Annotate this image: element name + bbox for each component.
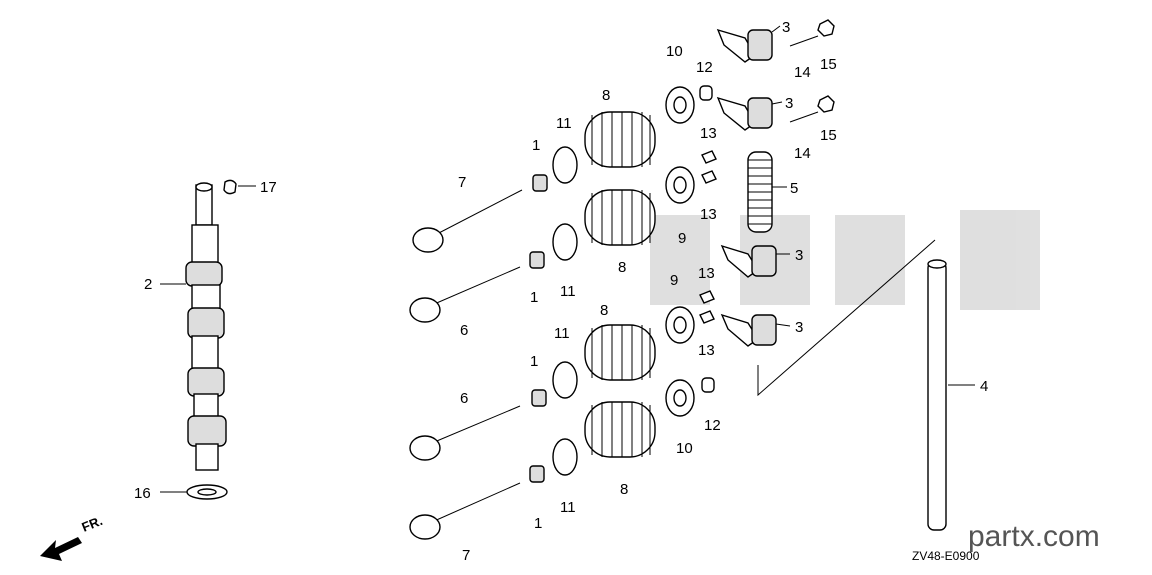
valve-caps[interactable] — [699, 85, 715, 393]
label-10-b: 10 — [676, 440, 693, 457]
label-3-d: 3 — [795, 319, 803, 336]
retainers[interactable] — [665, 86, 695, 417]
label-8-b: 8 — [618, 259, 626, 276]
label-11-b: 11 — [560, 283, 576, 300]
adjust-screws[interactable] — [789, 35, 819, 123]
spring-5[interactable] — [747, 151, 773, 233]
push-rod[interactable] — [927, 259, 947, 531]
valve-spring-2[interactable] — [584, 189, 656, 246]
valve-spring-1[interactable] — [584, 111, 656, 168]
rocker-arm-1[interactable] — [716, 28, 773, 63]
valve-7-bottom[interactable] — [409, 482, 521, 540]
pushrod-guide-line — [757, 239, 936, 397]
key-17[interactable] — [223, 179, 237, 195]
spring-washers[interactable] — [552, 146, 578, 476]
watermark-text: partx.com — [968, 520, 1100, 553]
label-14-a: 14 — [794, 64, 811, 81]
cotters[interactable] — [699, 150, 717, 324]
label-7-top: 7 — [458, 174, 466, 191]
valve-spring-4[interactable] — [584, 401, 656, 458]
label-16: 16 — [134, 485, 151, 502]
leader-lines — [160, 25, 975, 493]
label-11-c: 11 — [554, 325, 570, 342]
valve-spring-3[interactable] — [584, 324, 656, 381]
label-1-d: 1 — [534, 515, 542, 532]
label-17: 17 — [260, 179, 277, 196]
label-8-c: 8 — [600, 302, 608, 319]
diagram-code: ZV48-E0900 — [912, 549, 980, 563]
part-labels: 17 2 16 7 6 6 7 1 1 1 1 11 11 11 11 8 8 … — [134, 19, 988, 564]
label-13-c: 13 — [698, 265, 715, 282]
label-15-b: 15 — [820, 127, 837, 144]
label-11-a: 11 — [556, 115, 572, 132]
label-12-a: 12 — [696, 59, 713, 76]
lock-nuts[interactable] — [817, 19, 835, 113]
label-1-a: 1 — [532, 137, 540, 154]
label-6-top: 6 — [460, 322, 468, 339]
label-3-a: 3 — [782, 19, 790, 36]
rocker-arm-2[interactable] — [716, 96, 773, 131]
label-8-d: 8 — [620, 481, 628, 498]
label-1-b: 1 — [530, 289, 538, 306]
camshaft[interactable] — [185, 182, 227, 471]
label-9-b: 9 — [670, 272, 678, 289]
label-9-a: 9 — [678, 230, 686, 247]
label-13-d: 13 — [698, 342, 715, 359]
label-10-a: 10 — [666, 43, 683, 60]
rocker-arm-4[interactable] — [720, 313, 777, 347]
rocker-arm-3[interactable] — [720, 244, 777, 278]
label-3-b: 3 — [785, 95, 793, 112]
front-label: FR. — [80, 513, 105, 535]
valve-6-top[interactable] — [409, 266, 521, 323]
label-6-bottom: 6 — [460, 390, 468, 407]
label-4: 4 — [980, 378, 988, 395]
stem-seals[interactable] — [529, 174, 548, 483]
label-1-c: 1 — [530, 353, 538, 370]
label-12-b: 12 — [704, 417, 721, 434]
label-15-a: 15 — [820, 56, 837, 73]
valve-7-top[interactable] — [412, 189, 523, 253]
label-13-b: 13 — [700, 206, 717, 223]
label-5: 5 — [790, 180, 798, 197]
label-7-bottom: 7 — [462, 547, 470, 564]
valve-6-bottom[interactable] — [409, 405, 521, 461]
front-arrow-icon: FR. — [40, 513, 105, 561]
label-14-b: 14 — [794, 145, 811, 162]
label-13-a: 13 — [700, 125, 717, 142]
label-2: 2 — [144, 276, 152, 293]
label-11-d: 11 — [560, 499, 576, 516]
label-8-a: 8 — [602, 87, 610, 104]
label-3-c: 3 — [795, 247, 803, 264]
